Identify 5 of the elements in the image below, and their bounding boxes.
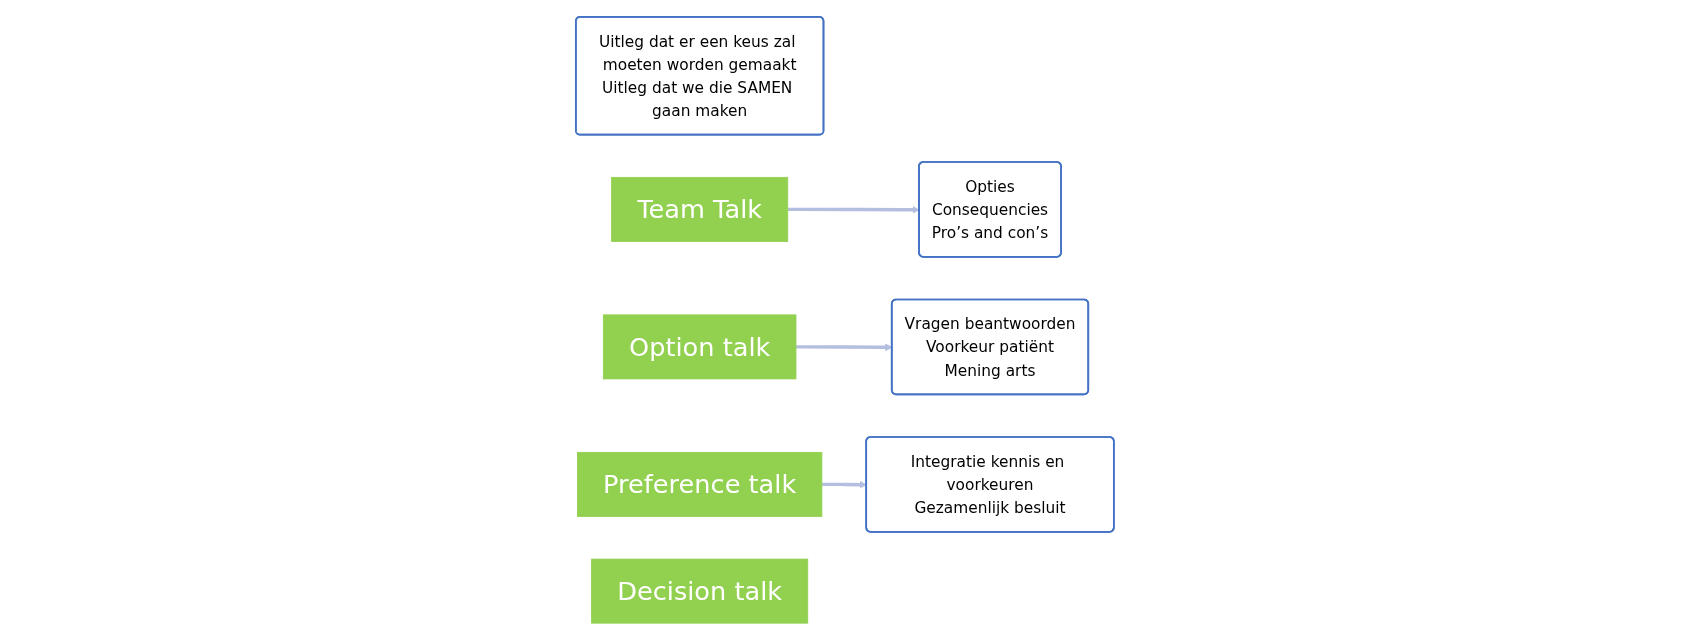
node-box: Decision talk (591, 558, 809, 624)
node-box: Option talk (603, 313, 797, 379)
node-box: Team Talk (611, 176, 789, 242)
arrow (787, 205, 920, 214)
node-box: Preference talk (577, 451, 823, 517)
